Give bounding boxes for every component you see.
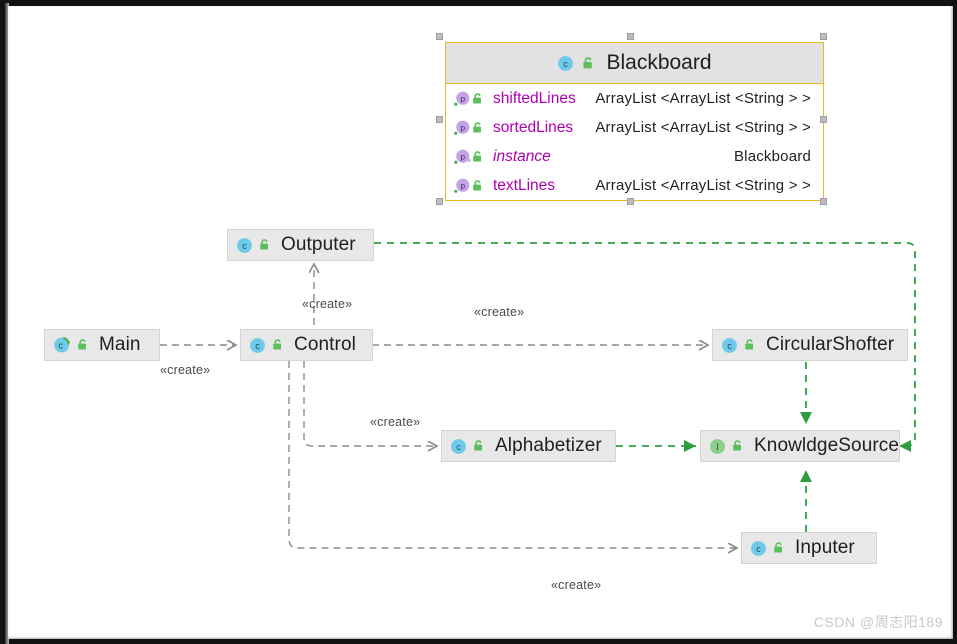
class-icon: c: [721, 337, 738, 354]
selection-handle-nw[interactable]: [436, 33, 443, 40]
unlocked-icon: [271, 338, 284, 352]
selection-handle-ne[interactable]: [820, 33, 827, 40]
unlocked-icon: [743, 338, 756, 352]
field-row[interactable]: p sortedLines ArrayList <ArrayList <Stri…: [446, 113, 823, 142]
field-row[interactable]: p shiftedLines ArrayList <ArrayList <Str…: [446, 84, 823, 113]
edge-label-control-circularshofter: «create»: [474, 305, 525, 319]
selection-handle-n[interactable]: [627, 33, 634, 40]
selection-handle-w[interactable]: [436, 116, 443, 123]
field-name: shiftedLines: [493, 89, 576, 107]
field-name: instance: [493, 147, 551, 165]
watermark: CSDN @周志阳189: [813, 614, 943, 630]
unlocked-icon: [471, 92, 484, 106]
interface-icon: I: [709, 438, 726, 455]
field-name: sortedLines: [493, 118, 574, 136]
svg-text:p: p: [460, 123, 465, 133]
class-node-inputer[interactable]: c Inputer: [741, 532, 877, 564]
unlocked-icon: [772, 541, 785, 555]
class-icon: c: [750, 540, 767, 557]
edge-control-to-alphabetizer: [303, 361, 437, 446]
class-node-alphabetizer[interactable]: c Alphabetizer: [441, 430, 616, 462]
class-node-blackboard[interactable]: c Blackboard p: [445, 42, 824, 201]
svg-text:c: c: [756, 544, 761, 554]
edge-label-control-alphabetizer: «create»: [370, 415, 421, 429]
svg-text:p: p: [460, 181, 465, 191]
selection-handle-s[interactable]: [627, 198, 634, 205]
interface-name: KnowldgeSource: [754, 435, 900, 456]
svg-text:c: c: [456, 442, 461, 452]
edge-label-main-control: «create»: [160, 363, 211, 377]
unlocked-icon: [76, 338, 89, 352]
unlocked-icon: [472, 439, 485, 453]
class-icon: c: [236, 237, 253, 254]
class-name: CircularShofter: [766, 334, 895, 355]
svg-text:c: c: [564, 59, 569, 69]
class-name: Blackboard: [606, 51, 712, 74]
unlocked-icon: [258, 238, 271, 252]
unlocked-icon: [471, 179, 484, 193]
class-node-control[interactable]: c Control: [240, 329, 373, 361]
selection-handle-e[interactable]: [820, 116, 827, 123]
field-type: ArrayList <ArrayList <String > >: [595, 119, 811, 136]
class-name: Outputer: [281, 234, 356, 255]
field-type: ArrayList <ArrayList <String > >: [595, 177, 811, 194]
svg-text:I: I: [716, 442, 719, 452]
class-node-circularshofter[interactable]: c CircularShofter: [712, 329, 908, 361]
class-icon: c: [249, 337, 266, 354]
uml-diagram-canvas[interactable]: Control (dependency, open arrow) --> Out…: [8, 6, 953, 639]
edge-label-control-outputer: «create»: [302, 297, 353, 311]
property-icon: p: [454, 90, 471, 107]
runnable-class-icon: c: [53, 336, 71, 354]
svg-text:c: c: [242, 241, 247, 251]
selection-handle-se[interactable]: [820, 198, 827, 205]
property-icon: p: [454, 119, 471, 136]
svg-text:c: c: [727, 341, 732, 351]
class-node-main[interactable]: c Main: [44, 329, 160, 361]
class-name: Main: [99, 334, 141, 355]
unlocked-icon: [471, 121, 484, 135]
field-row-static[interactable]: p instance Blackboard: [446, 142, 823, 171]
class-icon: c: [557, 55, 574, 72]
svg-text:c: c: [58, 341, 63, 351]
svg-text:p: p: [460, 152, 465, 162]
field-type: ArrayList <ArrayList <String > >: [595, 90, 811, 107]
relationship-lines-layer: Control (dependency, open arrow) --> Out…: [160, 242, 916, 639]
edge-control-to-inputer: [288, 361, 737, 548]
class-name: Control: [294, 334, 356, 355]
edge-outputer-to-knowledgesource: [374, 242, 916, 452]
interface-node-knowledgesource[interactable]: I KnowldgeSource: [700, 430, 900, 462]
class-name: Inputer: [795, 537, 855, 558]
field-name: textLines: [493, 176, 556, 194]
class-node-outputer[interactable]: c Outputer: [227, 229, 374, 261]
class-node-blackboard-header: c Blackboard: [446, 43, 823, 84]
unlocked-icon: [581, 56, 595, 71]
unlocked-icon: [471, 150, 484, 164]
edge-label-control-inputer: «create»: [551, 578, 602, 592]
svg-text:c: c: [255, 341, 260, 351]
class-name: Alphabetizer: [495, 435, 602, 456]
selection-handle-sw[interactable]: [436, 198, 443, 205]
class-icon: c: [450, 438, 467, 455]
property-static-icon: p: [454, 148, 471, 165]
unlocked-icon: [731, 439, 744, 453]
field-type: Blackboard: [733, 148, 811, 165]
property-icon: p: [454, 177, 471, 194]
svg-text:p: p: [460, 94, 465, 104]
field-row[interactable]: p textLines ArrayList <ArrayList <String…: [446, 171, 823, 200]
window-edge-highlight: [5, 3, 9, 644]
